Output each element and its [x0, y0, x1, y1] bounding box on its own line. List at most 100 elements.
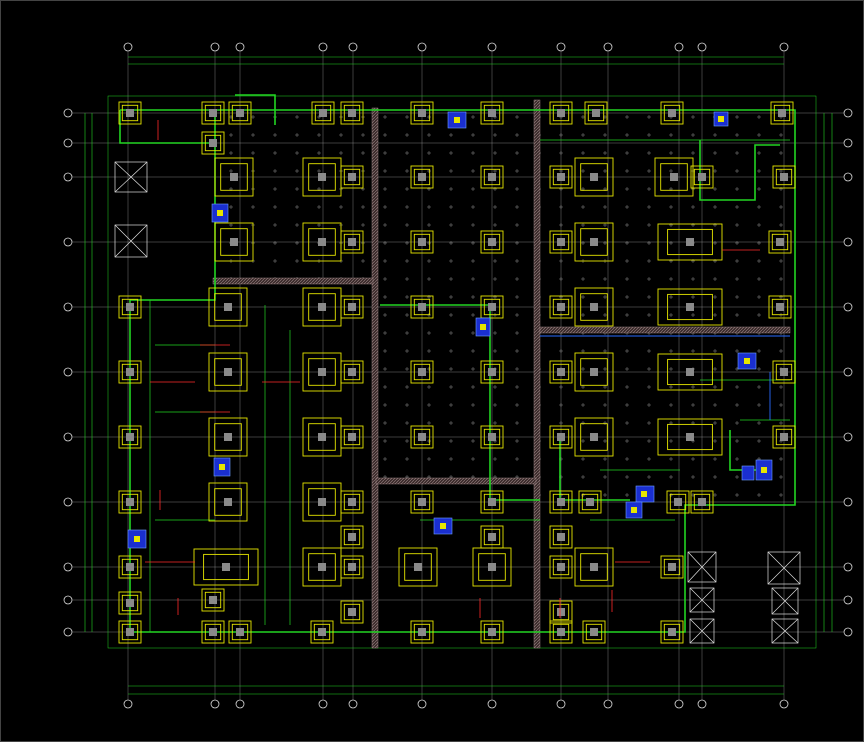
column-pad-inner: [483, 168, 501, 186]
column-core: [590, 173, 598, 181]
column-pad: [118, 101, 142, 125]
column-pad-inner: [214, 293, 242, 321]
column-core: [348, 433, 356, 441]
column-pad-inner: [483, 104, 501, 122]
column-pad: [549, 295, 573, 319]
column-pad-inner: [552, 104, 570, 122]
column-pad: [208, 352, 248, 392]
column-core: [674, 498, 682, 506]
column-pad-inner: [121, 428, 139, 446]
column-pad: [549, 425, 573, 449]
column-core: [224, 303, 232, 311]
column-pad: [340, 101, 364, 125]
column-core: [318, 563, 326, 571]
column-core: [418, 109, 426, 117]
column-pad-inner: [413, 623, 431, 641]
column-core: [557, 608, 565, 616]
column-core: [557, 498, 565, 506]
column-core: [209, 109, 217, 117]
column-pad-inner: [413, 104, 431, 122]
column-pad-inner: [483, 233, 501, 251]
column-core: [348, 303, 356, 311]
column-pad: [574, 222, 614, 262]
column-core: [488, 238, 496, 246]
column-pad: [410, 295, 434, 319]
column-pad: [208, 482, 248, 522]
column-pad-inner: [693, 168, 711, 186]
column-pad: [549, 620, 573, 644]
column-pad-inner: [580, 358, 608, 386]
column-pad: [549, 360, 573, 384]
hatched-bands: [212, 99, 791, 649]
column-pad-inner: [552, 298, 570, 316]
column-core: [488, 433, 496, 441]
column-pad: [768, 295, 792, 319]
column-pad: [582, 620, 606, 644]
column-core: [586, 498, 594, 506]
column-core: [222, 563, 230, 571]
column-pad: [410, 101, 434, 125]
bottom-axis-markers: [123, 699, 789, 709]
column-pad-inner: [552, 493, 570, 511]
column-core: [557, 303, 565, 311]
column-pad: [578, 490, 602, 514]
column-core: [488, 109, 496, 117]
column-pad: [340, 555, 364, 579]
column-pad: [549, 101, 573, 125]
column-core: [348, 608, 356, 616]
column-pad-inner: [314, 104, 332, 122]
column-pad-inner: [343, 233, 361, 251]
column-core: [780, 368, 788, 376]
column-core: [668, 109, 676, 117]
column-core: [590, 433, 598, 441]
column-core: [230, 173, 238, 181]
column-pad: [228, 620, 252, 644]
column-pad-inner: [308, 423, 336, 451]
column-pad-inner: [771, 298, 789, 316]
column-core: [348, 173, 356, 181]
column-core: [776, 238, 784, 246]
column-pad-inner: [343, 104, 361, 122]
column-pad-inner: [220, 228, 248, 256]
column-pad-inner: [204, 134, 222, 152]
column-pad: [208, 417, 248, 457]
column-pad: [657, 288, 723, 326]
column-pad: [772, 425, 796, 449]
column-pad: [201, 588, 225, 612]
column-pad: [480, 360, 504, 384]
column-core: [590, 303, 598, 311]
column-core: [557, 533, 565, 541]
column-pad-inner: [204, 623, 222, 641]
column-pad: [410, 360, 434, 384]
column-pad: [410, 620, 434, 644]
column-pad: [584, 101, 608, 125]
column-pad-inner: [775, 428, 793, 446]
column-pad-inner: [669, 493, 687, 511]
column-pad-inner: [771, 233, 789, 251]
column-core: [418, 628, 426, 636]
column-pad: [654, 157, 694, 197]
top-axis-markers: [123, 42, 789, 52]
column-pad-inner: [775, 363, 793, 381]
column-core: [318, 628, 326, 636]
column-core: [126, 368, 134, 376]
column-pad: [574, 157, 614, 197]
column-pad: [410, 165, 434, 189]
column-pad: [311, 101, 335, 125]
column-pad-inner: [667, 358, 713, 386]
column-pad: [574, 417, 614, 457]
column-core: [126, 599, 134, 607]
column-core: [236, 109, 244, 117]
column-core: [318, 303, 326, 311]
column-core: [348, 368, 356, 376]
column-pad-inner: [308, 553, 336, 581]
column-core: [488, 628, 496, 636]
column-pad-inner: [121, 493, 139, 511]
column-core: [209, 628, 217, 636]
column-core: [488, 533, 496, 541]
column-pad: [214, 222, 254, 262]
pipe-lines: [540, 335, 790, 420]
column-pad-inner: [343, 558, 361, 576]
column-pad-inner: [663, 558, 681, 576]
